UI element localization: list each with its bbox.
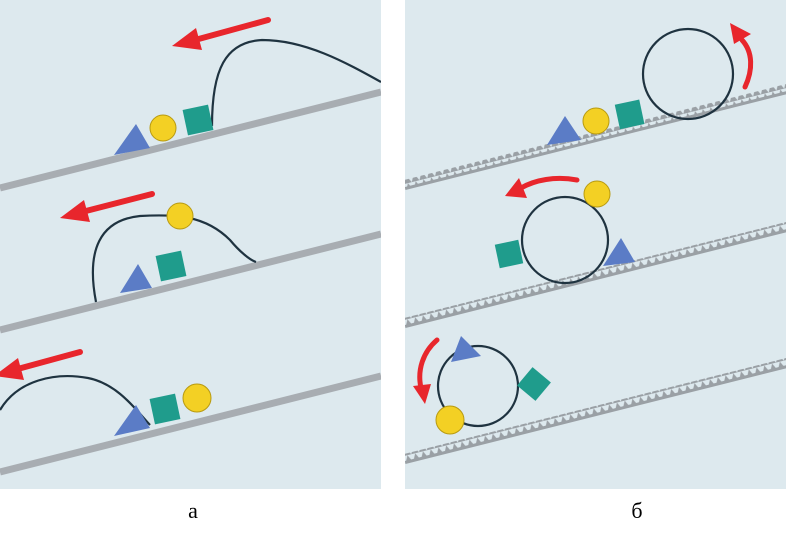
loop-icon xyxy=(641,27,735,121)
caption-a: а xyxy=(188,498,198,523)
panel-a-background xyxy=(0,0,381,489)
rack-1 xyxy=(405,82,786,190)
square-marker-icon xyxy=(155,250,187,282)
rack-2 xyxy=(405,220,786,328)
triangle-icon xyxy=(114,124,150,155)
arrow-icon xyxy=(0,349,83,380)
track-3 xyxy=(0,372,381,476)
rack-3 xyxy=(405,356,786,464)
circle-marker-icon xyxy=(149,114,177,142)
triangle-icon xyxy=(603,238,635,266)
arrow-icon xyxy=(60,191,155,222)
panel-b-diagram xyxy=(405,0,786,489)
triangle-icon xyxy=(547,116,581,145)
square-marker-icon xyxy=(149,393,181,425)
arrow-icon xyxy=(505,175,580,198)
panel-b xyxy=(405,0,786,489)
arrow-icon xyxy=(730,23,754,90)
panel-a-diagram xyxy=(0,0,381,489)
loop-icon xyxy=(520,195,610,285)
track-2 xyxy=(0,230,381,334)
circle-marker-icon xyxy=(166,202,194,230)
panel-a xyxy=(0,0,381,489)
track-1 xyxy=(0,88,381,192)
circle-marker-icon xyxy=(582,107,610,135)
triangle-icon xyxy=(120,264,152,293)
triangle-icon xyxy=(114,405,150,436)
circle-marker-icon xyxy=(182,383,212,413)
arrow-icon xyxy=(413,337,440,404)
square-marker-icon xyxy=(494,239,524,269)
square-marker-icon xyxy=(517,367,551,401)
circle-marker-icon xyxy=(583,180,611,208)
circle-marker-icon xyxy=(435,405,465,435)
caption-b: б xyxy=(631,498,643,523)
strand-loop-1 xyxy=(210,38,381,127)
arrow-icon xyxy=(172,17,271,50)
square-marker-icon xyxy=(182,104,214,136)
square-marker-icon xyxy=(614,99,645,130)
triangle-icon xyxy=(451,336,481,362)
